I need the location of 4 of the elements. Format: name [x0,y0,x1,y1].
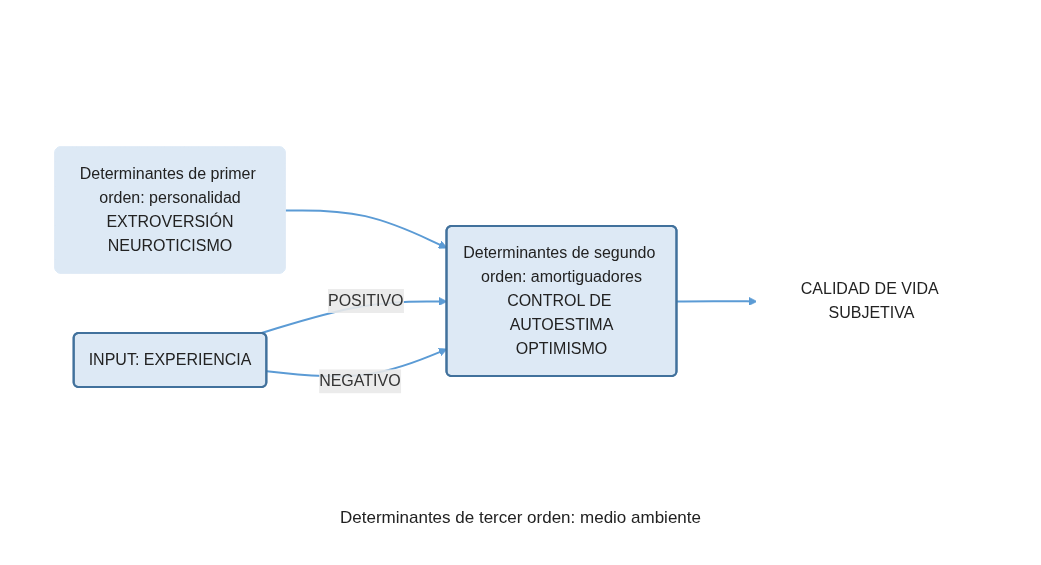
note-text: Determinantes de tercer orden: medio ambiente [340,507,701,528]
node-text: CALIDAD DE VIDA SUBJETIVA [800,280,938,322]
edge-label: NEGATIVO [318,372,401,390]
edge-label: POSITIVO [327,292,404,310]
